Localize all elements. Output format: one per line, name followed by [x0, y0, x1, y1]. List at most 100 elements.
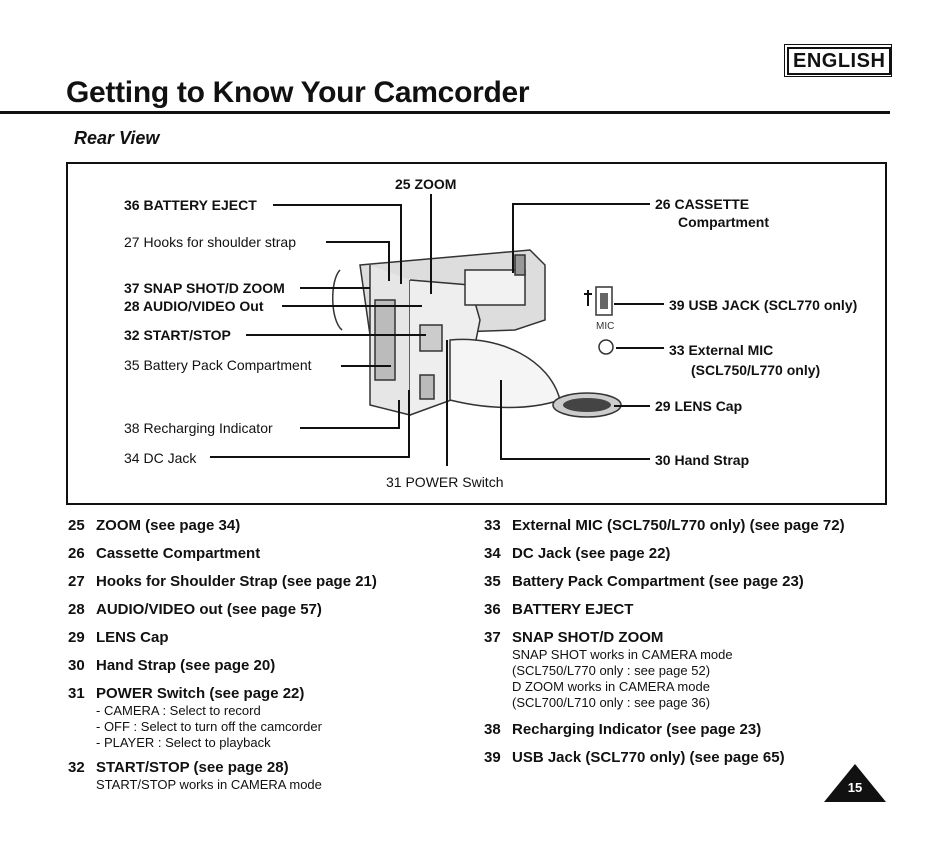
list-item: 32 START/STOP (see page 28)START/STOP wor… — [68, 759, 468, 793]
callout-cassette-2: Compartment — [678, 214, 770, 230]
list-item-subtext: SNAP SHOT works in CAMERA mode — [512, 647, 733, 662]
leader-line — [341, 365, 391, 367]
list-item: 35 Battery Pack Compartment (see page 23) — [484, 573, 884, 591]
list-item-number: 34 — [484, 545, 501, 562]
callout-external-mic: 33 External MIC — [669, 342, 774, 358]
callout-usb-jack: 39 USB JACK (SCL770 only) — [669, 297, 858, 313]
list-item-subtext: - PLAYER : Select to playback — [96, 735, 271, 750]
callout-snap-shot: 37 SNAP SHOT/D ZOOM — [124, 280, 285, 296]
leader-line — [300, 427, 400, 429]
callout-cassette: 26 CASSETTE — [655, 196, 750, 212]
list-item: 25 ZOOM (see page 34) — [68, 517, 468, 535]
callout-external-mic-2: (SCL750/L770 only) — [691, 362, 821, 378]
list-item-heading: 25 ZOOM (see page 34) — [68, 517, 468, 535]
callout-hooks: 27 Hooks for shoulder strap — [124, 234, 296, 250]
list-item-text: LENS Cap — [96, 629, 169, 646]
leader-line — [512, 203, 650, 205]
list-item-number: 29 — [68, 629, 85, 646]
list-item-number: 25 — [68, 517, 85, 534]
list-item-subtext: (SCL750/L770 only : see page 52) — [512, 663, 711, 678]
list-item-text: Hooks for Shoulder Strap (see page 21) — [96, 573, 377, 590]
list-item-heading: 34 DC Jack (see page 22) — [484, 545, 884, 563]
page-number: 15 — [847, 780, 863, 795]
callout-zoom: 25 ZOOM — [395, 176, 457, 192]
leader-line — [500, 458, 650, 460]
list-item-text: Battery Pack Compartment (see page 23) — [512, 573, 804, 590]
callout-start-stop: 32 START/STOP — [124, 327, 231, 343]
list-item-subtext: D ZOOM works in CAMERA mode — [512, 679, 710, 694]
leader-line — [614, 303, 664, 305]
leader-line — [246, 334, 426, 336]
list-item-heading: 33 External MIC (SCL750/L770 only) (see p… — [484, 517, 884, 535]
leader-line — [400, 204, 402, 284]
list-item-text: USB Jack (SCL770 only) (see page 65) — [512, 749, 785, 766]
list-item-heading: 26 Cassette Compartment — [68, 545, 468, 563]
list-item-text: Cassette Compartment — [96, 545, 261, 562]
leader-line — [408, 390, 410, 458]
list-item: 26 Cassette Compartment — [68, 545, 468, 563]
list-item-number: 31 — [68, 685, 85, 702]
list-item-heading: 27 Hooks for Shoulder Strap (see page 21) — [68, 573, 468, 591]
list-item-text: SNAP SHOT/D ZOOM — [512, 629, 664, 646]
list-item-number: 30 — [68, 657, 85, 674]
callout-battery-eject: 36 BATTERY EJECT — [124, 197, 257, 213]
leader-line — [430, 194, 432, 294]
list-item-subtext: (SCL700/L710 only : see page 36) — [512, 695, 711, 710]
list-item-number: 35 — [484, 573, 501, 590]
list-item-heading: 31 POWER Switch (see page 22) — [68, 685, 468, 703]
list-item-text: ZOOM (see page 34) — [96, 517, 241, 534]
leader-line — [512, 203, 514, 273]
leader-line — [446, 340, 448, 466]
list-item-text: External MIC (SCL750/L770 only) (see pag… — [512, 517, 845, 534]
list-item-number: 32 — [68, 759, 85, 776]
list-item-number: 33 — [484, 517, 501, 534]
leader-line — [388, 241, 390, 281]
page-title: Getting to Know Your Camcorder — [66, 76, 530, 109]
leader-line — [210, 456, 410, 458]
list-item: 27 Hooks for Shoulder Strap (see page 21) — [68, 573, 468, 591]
leader-line — [398, 400, 400, 429]
list-item-heading: 29 LENS Cap — [68, 629, 468, 647]
list-item-text: POWER Switch (see page 22) — [96, 685, 305, 702]
list-item-heading: 39 USB Jack (SCL770 only) (see page 65) — [484, 749, 884, 767]
callout-recharging: 38 Recharging Indicator — [124, 420, 273, 436]
list-item-heading: 35 Battery Pack Compartment (see page 23) — [484, 573, 884, 591]
list-item: 33 External MIC (SCL750/L770 only) (see p… — [484, 517, 884, 535]
list-item-text: START/STOP (see page 28) — [96, 759, 289, 776]
list-item-subtext: - OFF : Select to turn off the camcorder — [96, 719, 322, 734]
list-item-number: 26 — [68, 545, 85, 562]
mic-label: MIC — [596, 321, 615, 332]
title-rule — [0, 111, 890, 114]
leader-line — [500, 380, 502, 460]
leader-line — [614, 405, 650, 407]
leader-line — [273, 204, 401, 206]
list-item-number: 27 — [68, 573, 85, 590]
callout-dc-jack: 34 DC Jack — [124, 450, 197, 466]
list-item-number: 36 — [484, 601, 501, 618]
list-item-number: 39 — [484, 749, 501, 766]
list-item-number: 28 — [68, 601, 85, 618]
callout-lens-cap: 29 LENS Cap — [655, 398, 743, 414]
page-number-badge — [824, 764, 886, 802]
leader-line — [300, 287, 370, 289]
language-box — [784, 44, 892, 77]
language-label: ENGLISH — [787, 47, 892, 75]
callout-hand-strap: 30 Hand Strap — [655, 452, 750, 468]
parts-list-right: 33 External MIC (SCL750/L770 only) (see p… — [484, 517, 884, 767]
list-item-text: DC Jack (see page 22) — [512, 545, 671, 562]
parts-list-left: 25 ZOOM (see page 34) 26 Cassette Compartme… — [68, 517, 468, 793]
list-item-subtext: START/STOP works in CAMERA mode — [96, 777, 322, 792]
list-item-text: AUDIO/VIDEO out (see page 57) — [96, 601, 322, 618]
callout-audio-video: 28 AUDIO/VIDEO Out — [124, 298, 264, 314]
leader-line — [282, 305, 422, 307]
list-item: 39 USB Jack (SCL770 only) (see page 65) — [484, 749, 884, 767]
list-item-text: Recharging Indicator (see page 23) — [512, 721, 762, 738]
leader-line — [326, 241, 390, 243]
